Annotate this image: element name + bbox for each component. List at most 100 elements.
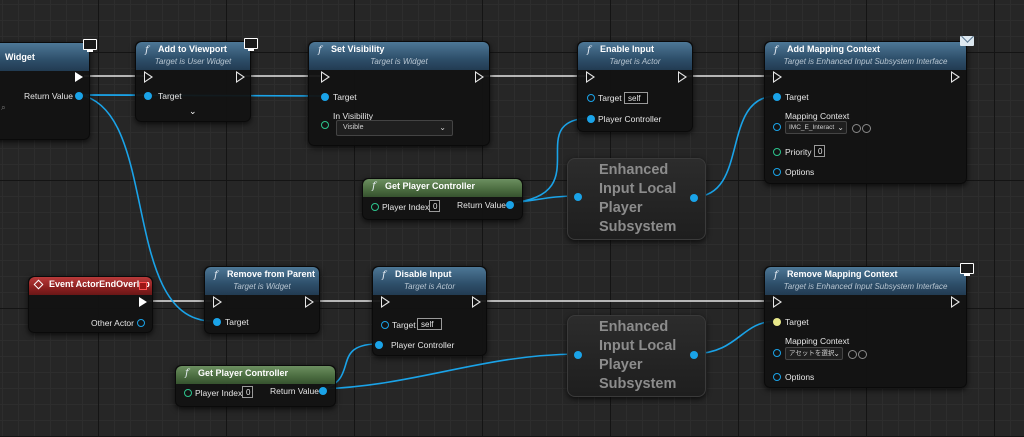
target-pin[interactable] [144,92,152,100]
player-index-field[interactable]: 0 [242,386,253,398]
node-header: f Add Mapping Context Target is Enhanced… [765,36,974,70]
options-label: Options [785,372,815,382]
return-value-pin[interactable] [506,201,514,209]
player-controller-label: Player Controller [598,114,662,124]
exec-in-pin[interactable] [773,296,782,308]
node-header: f Remove Mapping Context Target is Enhan… [765,263,974,295]
exec-in-pin[interactable] [213,296,222,308]
add-mapping-context-node[interactable]: f Add Mapping Context Target is Enhanced… [764,36,974,184]
search-icon: ⌕ [1,102,6,112]
priority-field[interactable]: 0 [814,145,825,157]
player-index-pin[interactable] [371,203,379,211]
set-visibility-node[interactable]: f Set Visibility Target is Widget Target… [308,41,490,146]
node-subtitle: Target is Widget [370,57,428,66]
other-actor-label: Other Actor [91,318,134,328]
return-value-pin[interactable] [75,92,83,100]
node-subtitle: Target is User Widget [154,57,232,66]
add-to-viewport-node[interactable]: f Add to Viewport Target is User Widget … [135,38,258,122]
node-title: Get Player Controller [385,181,476,191]
target-label: Target [785,317,809,327]
exec-in-pin[interactable] [586,71,595,83]
exec-out-pin[interactable] [236,71,245,83]
subsystem-in-pin[interactable] [574,351,582,359]
browse-icon[interactable] [852,124,861,133]
options-pin[interactable] [773,373,781,381]
target-self-field[interactable]: self [624,92,648,104]
subsystem-out-pin[interactable] [690,194,698,202]
get-player-controller-node[interactable]: f Get Player Controller Player Index 0 R… [175,365,336,407]
exec-in-pin[interactable] [144,71,153,83]
node-subtitle: Target is Actor [609,57,661,66]
exec-out-pin[interactable] [472,296,481,308]
exec-in-pin[interactable] [321,71,330,83]
mapping-context-dropdown[interactable]: IMC_E_Interact ⌄ [785,121,847,134]
target-pin[interactable] [773,93,781,101]
delegate-icon[interactable] [139,282,147,290]
in-visibility-pin[interactable] [321,121,329,129]
exec-out-pin[interactable] [951,296,960,308]
node-subtitle: Target is Actor [404,282,455,291]
target-label: Target [158,91,182,101]
subsystem-label: Enhanced Input Local Player Subsystem [599,319,677,392]
node-header: f Disable Input Target is Actor [373,267,486,295]
exec-out-pin[interactable] [305,296,314,308]
function-icon: f [774,270,778,281]
options-pin[interactable] [773,168,781,176]
exec-out-pin[interactable] [139,297,147,307]
visibility-value: Visible [343,124,364,131]
player-index-field[interactable]: 0 [429,200,440,212]
search-icon[interactable] [862,124,871,133]
return-value-label: Return Value [270,386,319,396]
exec-in-pin[interactable] [381,296,390,308]
mapping-context-dropdown[interactable]: アセットを選択 ⌄ [785,347,843,360]
create-widget-node[interactable]: Widget Return Value ⌕ [0,39,97,140]
monitor-icon [244,38,258,51]
other-actor-pin[interactable] [137,319,145,327]
browse-icon[interactable] [848,350,857,359]
priority-pin[interactable] [773,148,781,156]
player-index-pin[interactable] [184,389,192,397]
target-pin[interactable] [587,94,595,102]
visibility-dropdown[interactable]: Visible ⌄ [336,120,453,136]
target-label: Target [598,93,622,103]
mapping-context-value: IMC_E_Interact [789,124,835,131]
target-pin[interactable] [213,318,221,326]
node-header: f Enable Input Target is Actor [578,42,692,70]
exec-out-pin[interactable] [951,71,960,83]
node-title: Set Visibility [331,44,385,54]
return-value-label: Return Value [24,91,73,101]
function-icon: f [587,45,591,56]
node-title: Remove Mapping Context [787,269,898,279]
function-icon: f [214,270,218,281]
subsystem-out-pin[interactable] [690,351,698,359]
enable-input-node[interactable]: f Enable Input Target is Actor Target se… [577,41,693,132]
player-controller-pin[interactable] [375,341,383,349]
mapping-context-pin[interactable] [773,349,781,357]
mapping-context-pin[interactable] [773,123,781,131]
target-pin[interactable] [321,93,329,101]
get-player-controller-node[interactable]: f Get Player Controller Player Index 0 R… [362,178,523,220]
node-subtitle: Target is Enhanced Input Subsystem Inter… [783,282,948,291]
function-icon: f [372,181,376,192]
return-value-pin[interactable] [319,387,327,395]
enhanced-input-subsystem-node[interactable]: Enhanced Input Local Player Subsystem [567,315,706,397]
chevron-down-icon[interactable]: ⌄ [189,106,197,116]
remove-from-parent-node[interactable]: f Remove from Parent Target is Widget Ta… [204,266,320,334]
target-pin[interactable] [773,318,781,326]
exec-out-pin[interactable] [678,71,687,83]
subsystem-label: Enhanced Input Local Player Subsystem [599,162,677,235]
enhanced-input-subsystem-node[interactable]: Enhanced Input Local Player Subsystem [567,158,706,240]
exec-out-pin[interactable] [75,72,83,82]
player-index-label: Player Index [195,388,243,398]
disable-input-node[interactable]: f Disable Input Target is Actor Target s… [372,266,487,356]
subsystem-in-pin[interactable] [574,193,582,201]
search-icon[interactable] [858,350,867,359]
player-index-label: Player Index [382,202,430,212]
target-self-field[interactable]: self [417,318,442,330]
player-controller-pin[interactable] [587,115,595,123]
target-pin[interactable] [381,321,389,329]
exec-out-pin[interactable] [475,71,484,83]
remove-mapping-context-node[interactable]: f Remove Mapping Context Target is Enhan… [764,263,974,388]
event-actor-end-overlap-node[interactable]: Event ActorEndOverlap Other Actor [28,276,153,333]
exec-in-pin[interactable] [773,71,782,83]
